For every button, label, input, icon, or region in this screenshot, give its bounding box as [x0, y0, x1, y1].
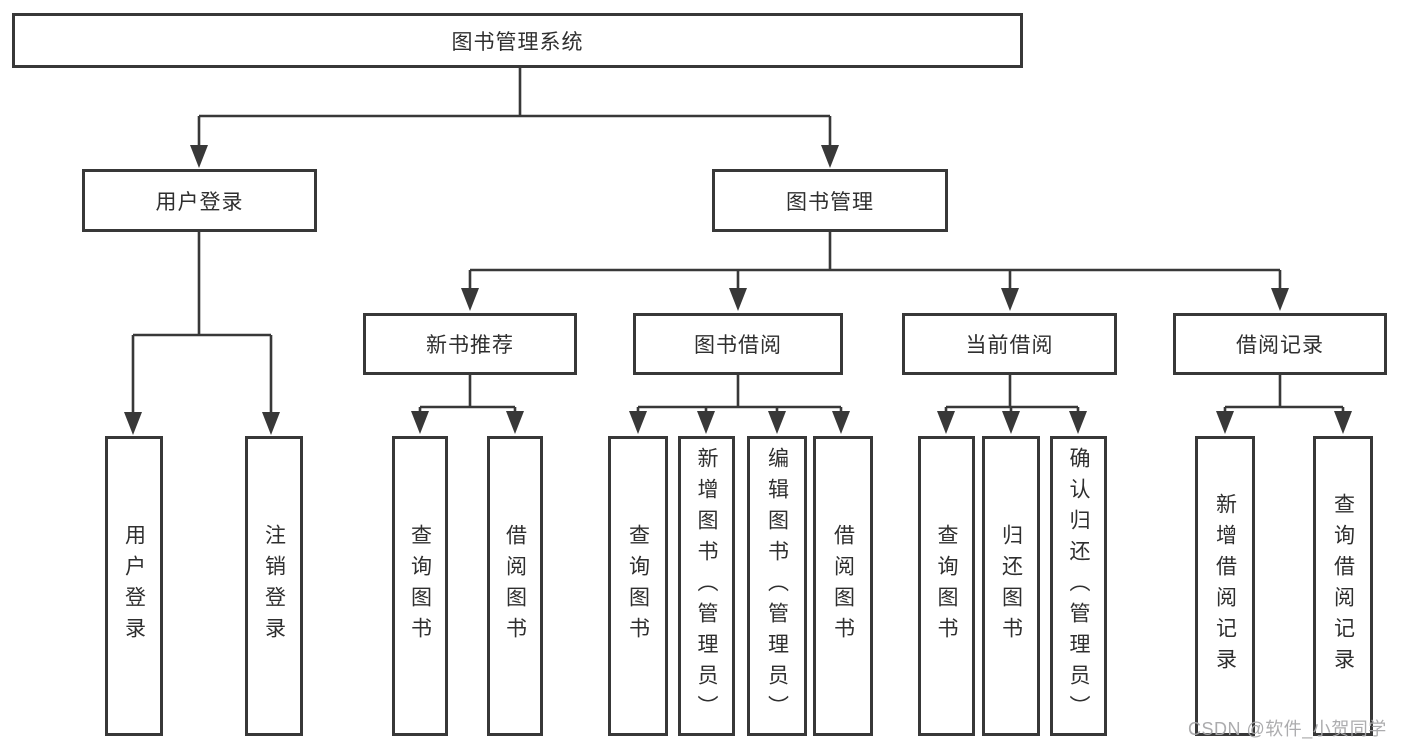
leaf-label: 编辑图书（管理员） — [765, 446, 789, 726]
arrowhead-down-icon — [1334, 411, 1352, 434]
leaf-query-borrow-record: 查询借阅记录 — [1313, 436, 1373, 736]
leaf-query-books-current: 查询图书 — [918, 436, 975, 736]
leaf-borrow-books-borrowing: 借阅图书 — [813, 436, 873, 736]
node-label: 图书管理系统 — [451, 30, 584, 54]
node-new-book-recommendation: 新书推荐 — [363, 313, 577, 375]
leaf-label: 查询图书 — [408, 524, 432, 648]
arrowhead-down-icon — [1216, 411, 1234, 434]
csdn-watermark: CSDN @软件_小贺同学 — [1188, 719, 1387, 739]
arrowhead-down-icon — [461, 288, 479, 311]
leaf-label: 借阅图书 — [503, 524, 527, 648]
arrowhead-down-icon — [629, 411, 647, 434]
node-borrowing-records: 借阅记录 — [1173, 313, 1387, 375]
leaf-query-books-borrowing: 查询图书 — [608, 436, 668, 736]
leaf-label: 归还图书 — [999, 524, 1023, 648]
arrowhead-down-icon — [821, 145, 839, 168]
node-label: 新书推荐 — [426, 334, 514, 357]
leaf-logout: 注销登录 — [245, 436, 303, 736]
leaf-label: 查询图书 — [935, 524, 958, 648]
arrowhead-down-icon — [124, 412, 142, 435]
leaf-add-book-admin: 新增图书（管理员） — [678, 436, 735, 736]
leaf-borrow-books-recommend: 借阅图书 — [487, 436, 543, 736]
leaf-label: 注销登录 — [262, 524, 286, 648]
node-user-login: 用户登录 — [82, 169, 317, 232]
arrowhead-down-icon — [937, 411, 955, 434]
node-label: 用户登录 — [155, 190, 244, 214]
leaf-user-login: 用户登录 — [105, 436, 163, 736]
node-current-borrowing: 当前借阅 — [902, 313, 1117, 375]
arrowhead-down-icon — [1271, 288, 1289, 311]
node-label: 借阅记录 — [1236, 334, 1324, 357]
leaf-label: 用户登录 — [122, 524, 146, 648]
leaf-confirm-return-admin: 确认归还（管理员） — [1050, 436, 1107, 736]
leaf-label: 查询图书 — [626, 524, 650, 648]
arrowhead-down-icon — [729, 288, 747, 311]
arrowhead-down-icon — [697, 411, 715, 434]
arrowhead-down-icon — [411, 411, 429, 434]
arrowhead-down-icon — [1069, 411, 1087, 434]
leaf-label: 借阅图书 — [831, 524, 855, 648]
leaf-label: 确认归还（管理员） — [1067, 446, 1090, 726]
node-book-borrowing: 图书借阅 — [633, 313, 843, 375]
arrowhead-down-icon — [262, 412, 280, 435]
leaf-add-borrow-record: 新增借阅记录 — [1195, 436, 1255, 736]
arrowhead-down-icon — [506, 411, 524, 434]
node-label: 当前借阅 — [965, 334, 1054, 357]
arrowhead-down-icon — [1002, 411, 1020, 434]
leaf-label: 新增借阅记录 — [1213, 493, 1237, 679]
arrowhead-down-icon — [1001, 288, 1019, 311]
node-label: 图书借阅 — [694, 334, 782, 357]
arrowhead-down-icon — [190, 145, 208, 168]
node-book-management: 图书管理 — [712, 169, 948, 232]
leaf-return-book: 归还图书 — [982, 436, 1040, 736]
leaf-label: 查询借阅记录 — [1331, 493, 1355, 679]
leaf-edit-book-admin: 编辑图书（管理员） — [747, 436, 807, 736]
node-library-management-system: 图书管理系统 — [12, 13, 1023, 68]
arrowhead-down-icon — [832, 411, 850, 434]
node-label: 图书管理 — [786, 190, 874, 214]
arrowhead-down-icon — [768, 411, 786, 434]
leaf-query-books-recommend: 查询图书 — [392, 436, 448, 736]
leaf-label: 新增图书（管理员） — [695, 446, 718, 726]
